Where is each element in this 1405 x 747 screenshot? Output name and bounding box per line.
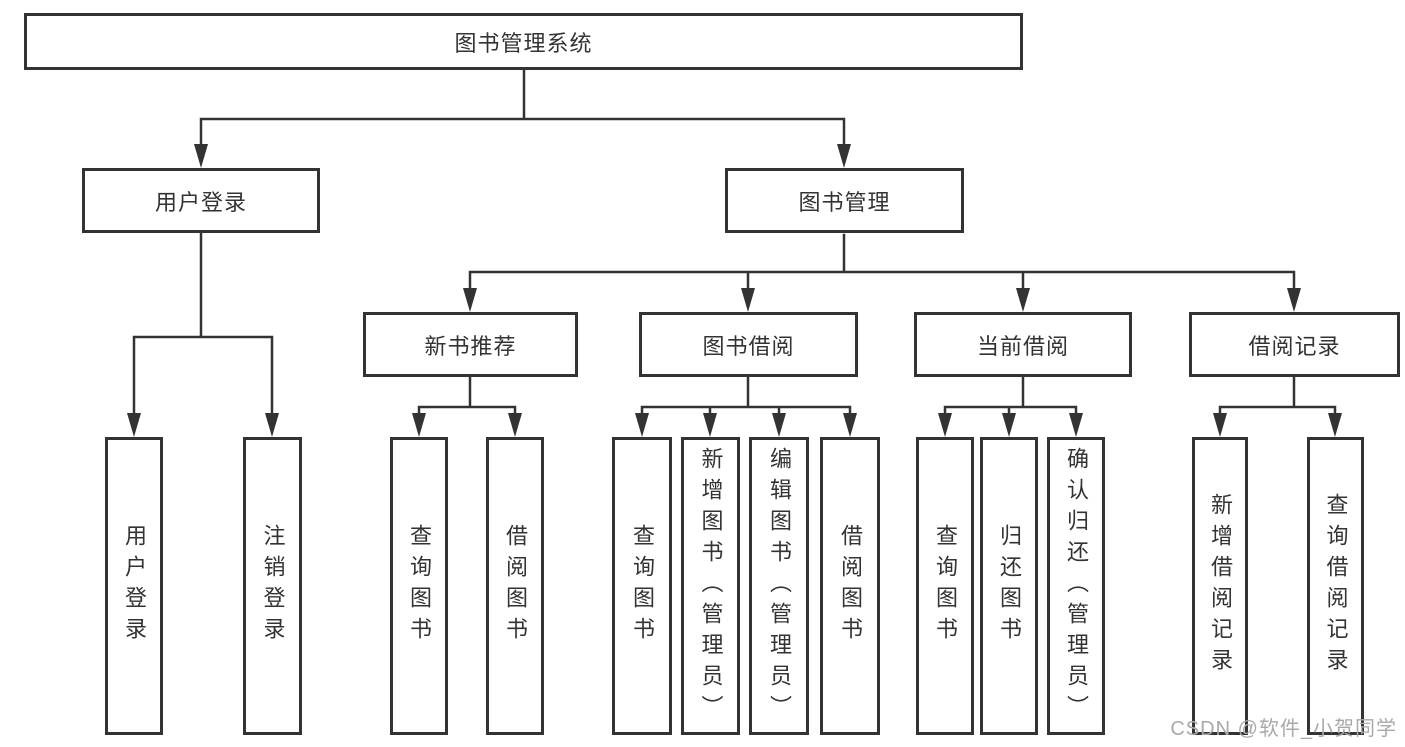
node-user-login-branch: 用户登录	[82, 168, 320, 233]
node-new-book-recommend: 新书推荐	[363, 312, 578, 377]
leaf-user-login: 用户登录	[105, 437, 163, 735]
arrowhead-icon	[127, 413, 141, 437]
arrowhead-icon	[938, 413, 952, 437]
arrowhead-icon	[1328, 413, 1342, 437]
node-current-borrowing: 当前借阅	[914, 312, 1132, 377]
leaf-cb-query-books: 查询图书	[916, 437, 974, 735]
node-root: 图书管理系统	[24, 13, 1023, 70]
leaf-label: 查询图书	[407, 524, 432, 648]
leaf-label: 新增借阅记录	[1208, 493, 1233, 679]
connector-group-new-book	[417, 375, 517, 418]
arrowhead-icon	[1287, 288, 1301, 312]
leaf-label: 借阅图书	[503, 524, 528, 648]
leaf-bb-query-books: 查询图书	[612, 437, 672, 735]
leaf-bb-edit-books-admin: 编辑图书（管理员）	[749, 437, 809, 735]
csdn-watermark: CSDN @软件_小贺同学	[1170, 718, 1397, 740]
connector-mgmt-branch	[468, 233, 1296, 293]
leaf-label: 编辑图书（管理员）	[767, 446, 792, 726]
leaf-nbr-query-books: 查询图书	[390, 437, 448, 735]
leaf-label: 查询图书	[933, 524, 958, 648]
arrowhead-icon	[412, 413, 426, 437]
leaf-br-add-record: 新增借阅记录	[1192, 437, 1248, 735]
leaf-label: 新增图书（管理员）	[698, 446, 724, 726]
leaf-cb-confirm-return-admin: 确认归还（管理员）	[1047, 437, 1105, 735]
leaf-label: 确认归还（管理员）	[1064, 446, 1089, 726]
arrowhead-icon	[837, 144, 851, 168]
connector-group-records	[1218, 375, 1337, 418]
arrowhead-icon	[265, 413, 279, 437]
arrowhead-icon	[635, 413, 649, 437]
leaf-nbr-borrow-books: 借阅图书	[486, 437, 544, 735]
connector-root	[199, 68, 846, 149]
connector-group-borrow	[640, 375, 852, 418]
leaf-label: 借阅图书	[838, 524, 863, 648]
arrowhead-icon	[741, 288, 755, 312]
leaf-bb-add-books-admin: 新增图书（管理员）	[681, 437, 740, 735]
arrowhead-icon	[463, 288, 477, 312]
arrowhead-icon	[194, 144, 208, 168]
leaf-br-query-record: 查询借阅记录	[1307, 437, 1364, 735]
arrowhead-icon	[772, 413, 786, 437]
arrowhead-icon	[843, 413, 857, 437]
arrowhead-icon	[1069, 413, 1083, 437]
leaf-cb-return-books: 归还图书	[980, 437, 1038, 735]
leaf-label: 注销登录	[260, 524, 286, 648]
node-borrowing-records: 借阅记录	[1189, 312, 1400, 377]
connector-group-current	[943, 375, 1078, 418]
node-book-borrowing: 图书借阅	[639, 312, 858, 377]
leaf-label: 查询图书	[630, 524, 655, 648]
arrowhead-icon	[1016, 288, 1030, 312]
leaf-label: 归还图书	[997, 524, 1022, 648]
arrowhead-icon	[508, 413, 522, 437]
arrowhead-icon	[1002, 413, 1016, 437]
leaf-logout: 注销登录	[243, 437, 302, 735]
leaf-label: 查询借阅记录	[1323, 493, 1349, 679]
arrowhead-icon	[1213, 413, 1227, 437]
connector-user-branch	[132, 231, 274, 418]
leaf-label: 用户登录	[122, 524, 147, 648]
leaf-bb-borrow-books: 借阅图书	[820, 437, 880, 735]
arrowhead-icon	[703, 413, 717, 437]
node-book-management: 图书管理	[725, 168, 964, 233]
